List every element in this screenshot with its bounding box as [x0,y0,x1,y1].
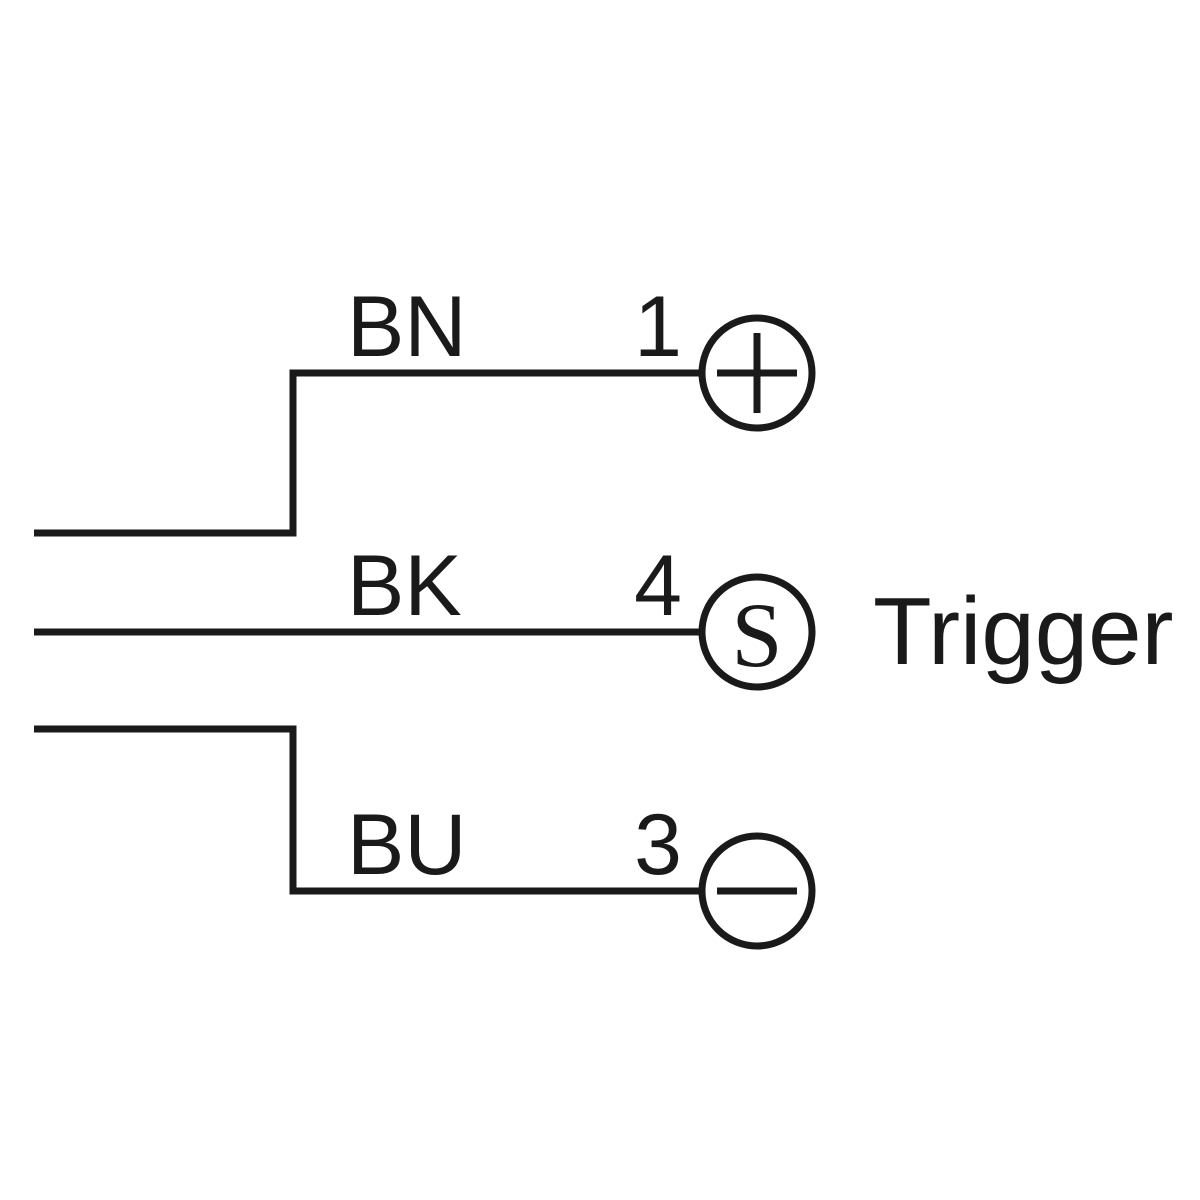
pin-number-4: 4 [634,538,682,634]
pin-number-1: 1 [634,279,682,375]
terminal-plus-group [698,314,816,432]
signal-s-glyph: S [731,584,782,686]
terminal-circle-signal [698,573,816,691]
wire-path-bu [34,725,702,895]
pin-number-3: 3 [634,797,682,893]
function-label-trigger: Trigger [873,578,1174,685]
terminal-minus-group [698,832,816,950]
wire-path-bn [34,369,702,537]
wire-label-bu: BU [347,797,466,893]
wire-label-bk: BK [347,538,462,634]
wire-label-bn: BN [347,279,466,375]
terminal-signal-group: S [698,573,816,691]
